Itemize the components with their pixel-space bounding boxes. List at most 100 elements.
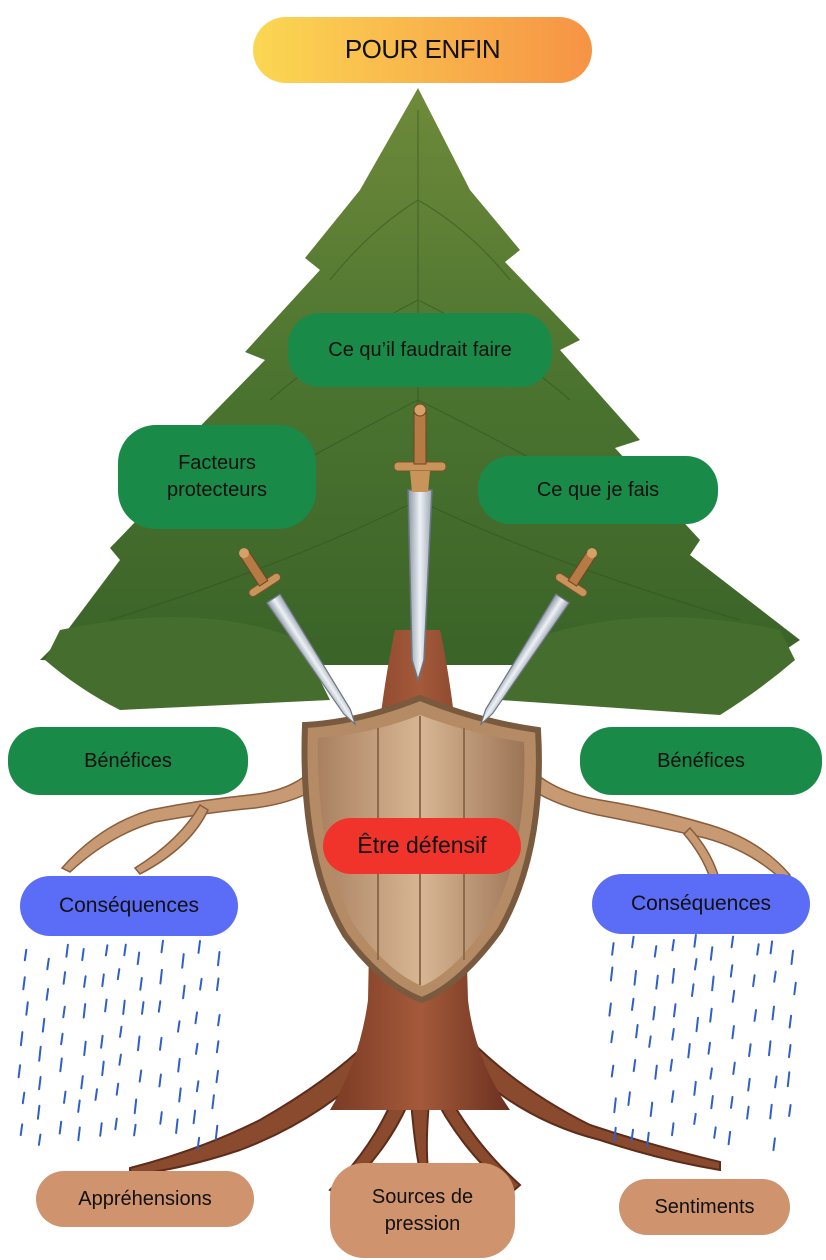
raindrop xyxy=(114,1117,118,1131)
node-ce-qu-il-faudrait-faire: Ce qu’il faudrait faire xyxy=(288,313,552,387)
raindrop xyxy=(649,1101,654,1117)
raindrop xyxy=(773,970,777,983)
raindrop xyxy=(36,1104,41,1120)
raindrop xyxy=(104,998,108,1013)
raindrop xyxy=(139,977,143,991)
raindrop xyxy=(158,1073,162,1088)
raindrop xyxy=(133,1098,138,1115)
raindrop xyxy=(772,1137,776,1152)
node-facteurs-protecteurs: Facteurs protecteurs xyxy=(118,425,316,529)
raindrop xyxy=(118,1053,122,1066)
raindrop xyxy=(771,1005,775,1021)
raindrop xyxy=(671,939,675,952)
raindrop xyxy=(21,1091,26,1105)
raindrop xyxy=(753,1009,757,1022)
raindrop xyxy=(80,1075,84,1090)
raindrop xyxy=(181,953,185,969)
raindrop xyxy=(768,1040,772,1057)
raindrop xyxy=(671,1028,675,1041)
raindrop xyxy=(37,1133,42,1146)
raindrop xyxy=(756,943,760,956)
raindrop xyxy=(195,1080,200,1093)
raindrop xyxy=(691,983,695,997)
node-ce-que-je-fais: Ce que je fais xyxy=(478,456,718,524)
raindrop xyxy=(646,1131,650,1148)
raindrop xyxy=(62,1005,66,1019)
raindrop xyxy=(669,1058,673,1072)
raindrop xyxy=(729,964,734,978)
raindrop xyxy=(610,1030,614,1044)
raindrop xyxy=(788,1044,792,1059)
raindrop xyxy=(610,1064,615,1078)
raindrop xyxy=(671,1122,675,1137)
raindrop xyxy=(194,1011,198,1025)
raindrop xyxy=(709,1067,713,1080)
raindrop xyxy=(693,934,697,948)
raindrop xyxy=(216,977,220,992)
branch-left xyxy=(60,758,337,875)
rain-icon xyxy=(17,939,221,1151)
raindrop xyxy=(119,1025,123,1038)
raindrop xyxy=(178,1087,182,1103)
node-sources-de-pression: Sources de pression xyxy=(330,1163,515,1258)
raindrop xyxy=(730,935,735,949)
tree-foliage-lower xyxy=(45,617,330,710)
raindrop xyxy=(655,974,659,990)
raindrop xyxy=(175,1118,179,1134)
raindrop xyxy=(654,1064,658,1080)
rain-icon xyxy=(608,934,797,1152)
raindrop xyxy=(769,940,774,955)
raindrop xyxy=(608,1002,612,1017)
raindrop xyxy=(633,969,637,986)
raindrop xyxy=(790,949,794,965)
raindrop xyxy=(41,1017,46,1033)
raindrop xyxy=(769,1103,773,1120)
raindrop xyxy=(123,943,127,957)
raindrop xyxy=(160,939,164,954)
raindrop xyxy=(137,1035,141,1052)
raindrop xyxy=(133,1123,137,1137)
raindrop xyxy=(94,1088,98,1101)
raindrop xyxy=(38,1045,42,1062)
raindrop xyxy=(99,1122,103,1137)
raindrop xyxy=(197,940,201,954)
raindrop xyxy=(713,1126,717,1139)
raindrop xyxy=(671,967,676,984)
raindrop xyxy=(694,958,698,971)
raindrop xyxy=(709,1007,713,1023)
raindrop xyxy=(727,1130,732,1146)
raindrop xyxy=(83,975,87,988)
raindrop xyxy=(116,968,121,981)
raindrop xyxy=(58,1120,63,1135)
raindrop xyxy=(159,968,163,985)
raindrop xyxy=(195,1042,199,1055)
raindrop xyxy=(652,1006,656,1021)
title-banner: POUR ENFIN xyxy=(253,17,592,83)
raindrop xyxy=(177,1020,181,1033)
node-consequences-right: Conséquences xyxy=(592,874,810,934)
raindrop xyxy=(217,1014,221,1027)
raindrop xyxy=(77,1126,81,1142)
raindrop xyxy=(710,1095,714,1110)
raindrop xyxy=(788,1014,793,1029)
raindrop xyxy=(19,1123,24,1137)
raindrop xyxy=(752,974,756,988)
raindrop xyxy=(613,1126,617,1142)
raindrop xyxy=(693,1080,697,1096)
raindrop xyxy=(25,1001,29,1016)
raindrop xyxy=(177,1057,181,1073)
raindrop xyxy=(711,975,715,992)
raindrop xyxy=(631,997,635,1011)
raindrop xyxy=(709,946,714,961)
sword-icon xyxy=(479,548,597,727)
raindrop xyxy=(707,1041,711,1055)
raindrop xyxy=(748,1043,752,1058)
raindrop xyxy=(609,966,614,982)
raindrop xyxy=(141,1001,145,1015)
raindrop xyxy=(687,1043,691,1059)
raindrop xyxy=(731,1025,735,1040)
raindrop xyxy=(81,948,85,962)
raindrop xyxy=(17,1064,22,1079)
raindrop xyxy=(59,1057,63,1073)
raindrop xyxy=(793,981,797,996)
